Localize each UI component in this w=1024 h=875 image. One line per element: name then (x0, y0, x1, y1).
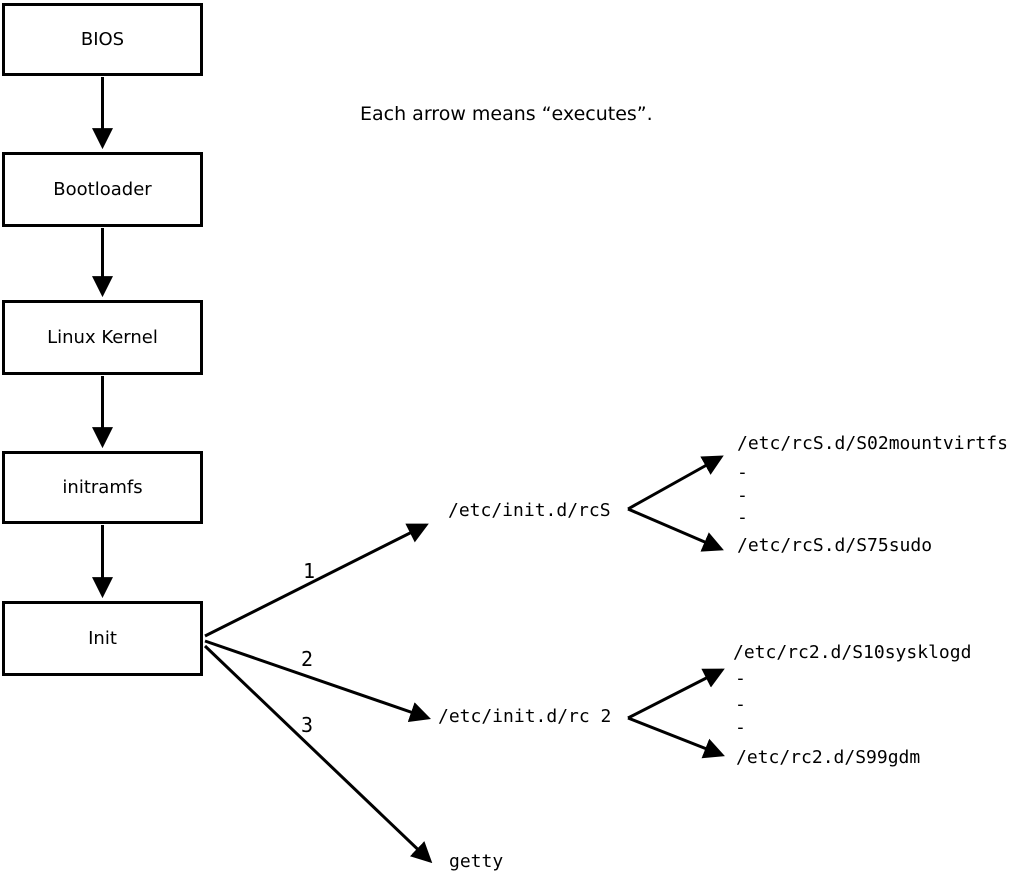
label-rc2-ellipsis-dash: - (735, 694, 746, 715)
label-rc2-ellipsis-dash: - (735, 668, 746, 689)
arrow-rcs-to-first-script (627, 455, 724, 511)
label-rcs-ellipsis-dash: - (737, 462, 748, 483)
arrow-label-1: 1 (302, 559, 316, 583)
box-linux-kernel: Linux Kernel (2, 300, 203, 375)
box-initramfs: initramfs (2, 451, 203, 524)
arrow-init-to-rcs (204, 523, 429, 638)
label-rcs-script-last: /etc/rcS.d/S75sudo (737, 535, 933, 556)
label-rc2-script-first: /etc/rc2.d/S10sysklogd (733, 642, 972, 663)
label-rcs-ellipsis-dash: - (737, 485, 748, 506)
box-bootloader: Bootloader (2, 152, 203, 227)
arrow-label-3: 3 (300, 713, 314, 737)
label-init-d-rc2: /etc/init.d/rc 2 (438, 706, 612, 727)
arrow-init-to-getty (203, 644, 433, 864)
arrow-rcs-to-last-script (627, 507, 724, 552)
label-rcs-ellipsis-dash: - (737, 507, 748, 528)
label-rc2-ellipsis-dash: - (735, 717, 746, 738)
label-rc2-script-last: /etc/rc2.d/S99gdm (736, 747, 921, 768)
label-getty: getty (449, 851, 504, 872)
box-init: Init (2, 601, 203, 676)
box-bios: BIOS (2, 3, 203, 76)
arrow-label-2: 2 (300, 647, 314, 671)
arrow-init-to-rc2 (204, 639, 431, 723)
label-init-d-rcs: /etc/init.d/rcS (448, 500, 611, 521)
arrow-rc2-to-last-script (627, 716, 725, 759)
arrow-rc2-to-first-script (627, 668, 725, 720)
legend-note: Each arrow means “executes”. (360, 103, 653, 125)
label-rcs-script-first: /etc/rcS.d/S02mountvirtfs (737, 433, 1008, 454)
